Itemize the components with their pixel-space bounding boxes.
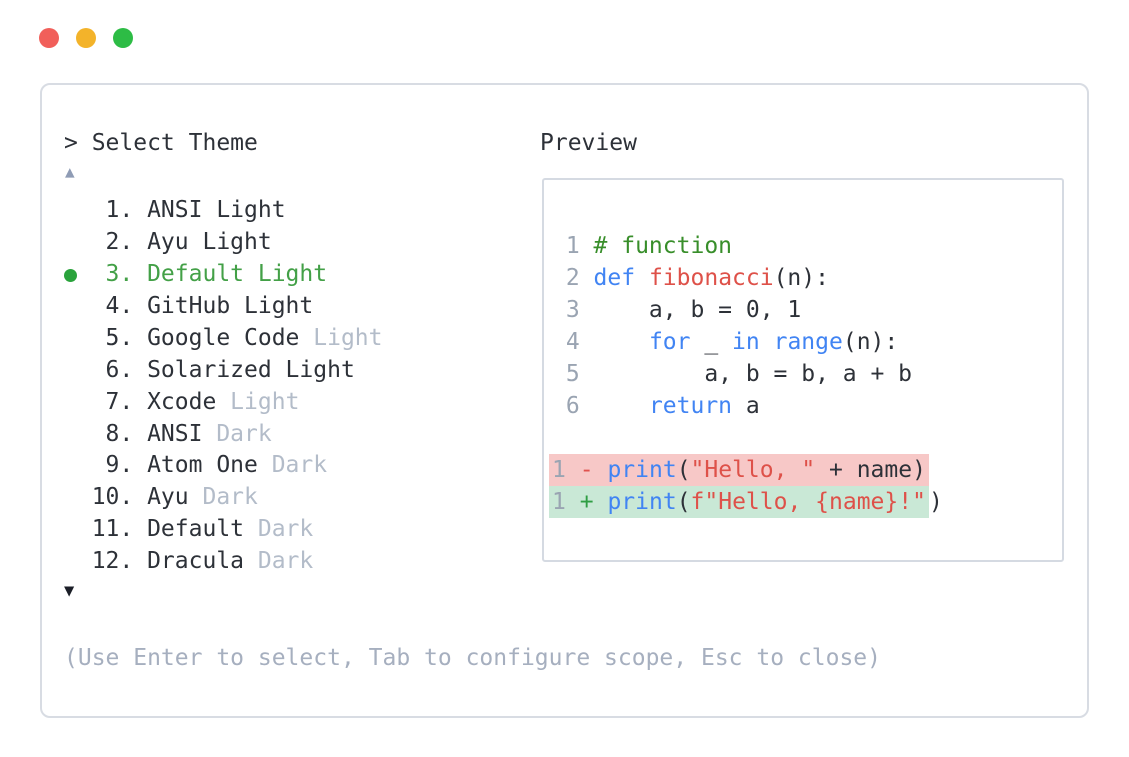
- theme-item-label: Atom One: [133, 452, 258, 479]
- theme-item-marker: [64, 291, 78, 323]
- theme-item-label: Default Light: [133, 260, 328, 287]
- theme-item-label: Google Code: [133, 325, 300, 352]
- theme-item[interactable]: 8. ANSI Dark: [64, 419, 383, 451]
- theme-item-number: 6.: [77, 356, 134, 383]
- theme-item[interactable]: 7. Xcode Light: [64, 387, 383, 419]
- code-line: 1 # function: [552, 233, 733, 259]
- theme-item-number: 2.: [77, 228, 134, 255]
- theme-item-number: 10.: [77, 484, 134, 511]
- theme-item[interactable]: 6. Solarized Light: [64, 355, 383, 387]
- theme-item-label-dim: Dark: [257, 452, 328, 479]
- theme-item-number: 7.: [77, 388, 134, 415]
- theme-item-marker: [64, 419, 78, 451]
- theme-item-label-dim: Dark: [244, 515, 314, 542]
- theme-item-number: 9.: [77, 452, 134, 479]
- theme-item-label: Ayu: [133, 484, 189, 511]
- theme-item-label: Xcode: [133, 388, 217, 415]
- theme-item-label: Default: [133, 515, 245, 542]
- code-line: 3 a, b = 0, 1: [552, 297, 802, 323]
- theme-item-number: 11.: [77, 515, 134, 542]
- theme-item-number: 5.: [77, 325, 134, 352]
- code-line: 2 def fibonacci(n):: [552, 265, 829, 291]
- code-line: 6 return a: [552, 393, 760, 419]
- theme-item[interactable]: 2. Ayu Light: [64, 227, 383, 259]
- theme-item[interactable]: 11. Default Dark: [64, 514, 383, 546]
- zoom-window-button[interactable]: [113, 28, 133, 48]
- scroll-down-icon[interactable]: ▼: [64, 581, 75, 601]
- scroll-up-icon[interactable]: ▲: [65, 162, 75, 181]
- code-line: 1 + print(f"Hello, {name}!"): [549, 486, 1056, 518]
- theme-item-number: 3.: [77, 260, 134, 287]
- theme-item-marker: [64, 387, 78, 419]
- theme-item[interactable]: 4. GitHub Light: [64, 291, 383, 323]
- preview-code: 1 # function 2 def fibonacci(n): 3 a, b …: [544, 180, 1062, 560]
- theme-item-number: 1.: [77, 197, 134, 223]
- theme-item-marker: [64, 355, 78, 387]
- theme-item-label-dim: Dark: [202, 420, 272, 447]
- theme-list: 1. ANSI Light 2. Ayu Light 3. Default Li…: [64, 195, 383, 578]
- theme-item[interactable]: 10. Ayu Dark: [64, 482, 383, 514]
- theme-item-marker: [64, 450, 78, 482]
- close-window-button[interactable]: [39, 28, 59, 48]
- preview-title: Preview: [540, 130, 637, 156]
- minimize-window-button[interactable]: [76, 28, 96, 48]
- theme-item-marker: [64, 482, 78, 514]
- theme-item-label: GitHub Light: [133, 293, 314, 320]
- window-controls: [39, 28, 133, 48]
- preview-box: 1 # function 2 def fibonacci(n): 3 a, b …: [542, 178, 1064, 562]
- code-line: 4 for _ in range(n):: [552, 329, 899, 355]
- theme-item[interactable]: 1. ANSI Light: [64, 195, 383, 227]
- theme-picker-panel: > Select Theme ▲ 1. ANSI Light 2. Ayu Li…: [40, 83, 1089, 718]
- theme-item[interactable]: 9. Atom One Dark: [64, 450, 383, 482]
- theme-item-label: Solarized Light: [133, 356, 355, 383]
- selected-dot-icon: [64, 259, 78, 292]
- help-text: (Use Enter to select, Tab to configure s…: [64, 645, 881, 671]
- theme-item-number: 4.: [77, 293, 134, 320]
- code-line: [552, 422, 1056, 454]
- theme-item-label-dim: Light: [216, 388, 300, 415]
- theme-item-label: ANSI Light: [133, 197, 286, 223]
- theme-item-marker: [64, 227, 78, 259]
- code-line: 5 a, b = b, a + b: [552, 361, 913, 387]
- theme-item[interactable]: 3. Default Light: [64, 259, 383, 292]
- theme-item-marker: [64, 546, 78, 578]
- theme-item[interactable]: 12. Dracula Dark: [64, 546, 383, 578]
- theme-item-number: 8.: [77, 420, 134, 447]
- theme-item-marker: [64, 323, 78, 355]
- theme-search-prompt[interactable]: > Select Theme: [64, 130, 258, 156]
- theme-item-marker: [64, 514, 78, 546]
- theme-item[interactable]: 5. Google Code Light: [64, 323, 383, 355]
- theme-item-label-dim: Light: [299, 325, 383, 352]
- theme-item-label-dim: Dark: [244, 547, 314, 574]
- theme-item-label: ANSI: [133, 420, 203, 447]
- theme-item-marker: [64, 195, 78, 227]
- theme-item-label: Ayu Light: [133, 228, 272, 255]
- theme-item-label: Dracula: [133, 547, 245, 574]
- theme-item-label-dim: Dark: [188, 484, 258, 511]
- code-line: 1 - print("Hello, " + name): [549, 454, 1056, 486]
- theme-item-number: 12.: [77, 547, 134, 574]
